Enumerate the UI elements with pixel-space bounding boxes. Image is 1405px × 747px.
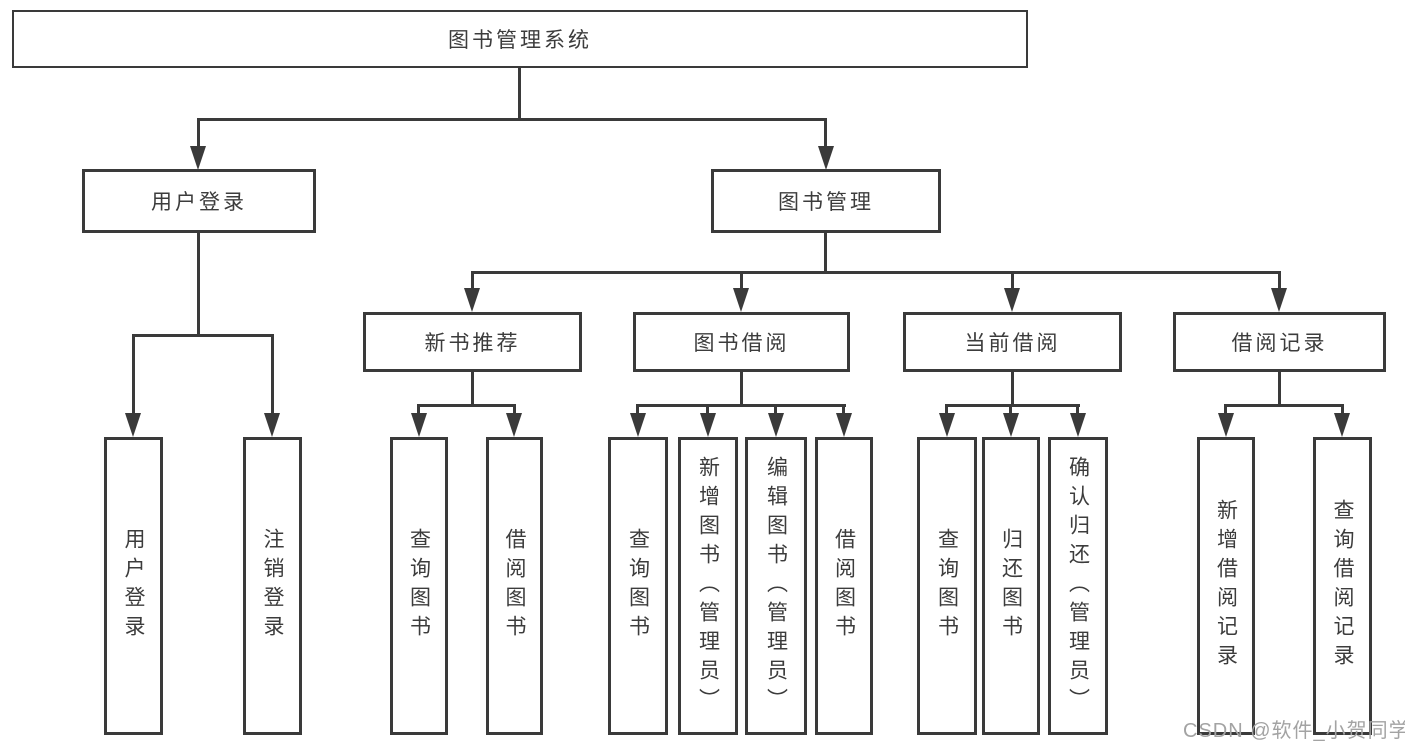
leaf-borrow-books-label: 借阅图书 bbox=[832, 528, 856, 644]
node-current-borrowing: 当前借阅 bbox=[903, 312, 1122, 372]
edge-to-add-borrow-record bbox=[1224, 404, 1227, 416]
arrowhead-to-return-books bbox=[1003, 413, 1019, 437]
node-book-borrowing-label: 图书借阅 bbox=[693, 332, 790, 355]
node-user-login: 用户登录 bbox=[82, 169, 316, 233]
edge-mgmt-stem bbox=[824, 231, 827, 274]
edge-to-borrow-records bbox=[1278, 271, 1281, 291]
edge-to-user-login bbox=[197, 118, 200, 148]
csdn-watermark: CSDN @软件_小贺同学 bbox=[1183, 720, 1405, 742]
node-new-book-recommend-label: 新书推荐 bbox=[424, 332, 521, 355]
edge-to-edit-book-admin bbox=[774, 404, 777, 416]
edge-recommend-bar bbox=[417, 404, 516, 407]
leaf-borrow-books: 借阅图书 bbox=[815, 437, 873, 735]
arrowhead-to-borrow-books-recommend bbox=[506, 413, 522, 437]
edge-current-stem bbox=[1011, 370, 1014, 407]
leaf-borrow-books-recommend: 借阅图书 bbox=[486, 437, 543, 735]
arrowhead-to-leaf-user-login bbox=[125, 413, 141, 437]
leaf-query-books-recommend: 查询图书 bbox=[390, 437, 448, 735]
leaf-confirm-return-admin: 确认归还（管理员） bbox=[1048, 437, 1108, 735]
leaf-query-books-current: 查询图书 bbox=[917, 437, 977, 735]
edge-to-query-books-borrowing bbox=[636, 404, 639, 416]
node-current-borrowing-label: 当前借阅 bbox=[964, 332, 1061, 355]
edge-mgmt-bar bbox=[471, 271, 1281, 274]
leaf-logout: 注销登录 bbox=[243, 437, 302, 735]
edge-to-borrow-books-recommend bbox=[513, 404, 516, 416]
edge-recommend-stem bbox=[471, 370, 474, 407]
edge-to-current-borrowing bbox=[1011, 271, 1014, 291]
leaf-user-login: 用户登录 bbox=[104, 437, 163, 735]
edge-to-borrow-books bbox=[842, 404, 845, 416]
leaf-query-borrow-record-label: 查询借阅记录 bbox=[1331, 499, 1355, 673]
edge-borrowing-bar bbox=[636, 404, 846, 407]
edge-root-bar bbox=[197, 118, 827, 121]
arrowhead-to-confirm-return-admin bbox=[1070, 413, 1086, 437]
edge-to-return-books bbox=[1009, 404, 1012, 416]
leaf-add-borrow-record-label: 新增借阅记录 bbox=[1214, 499, 1238, 673]
node-book-management: 图书管理 bbox=[711, 169, 941, 233]
node-book-borrowing: 图书借阅 bbox=[633, 312, 850, 372]
arrowhead-to-new-book-recommend bbox=[464, 288, 480, 312]
node-new-book-recommend: 新书推荐 bbox=[363, 312, 582, 372]
leaf-user-login-label: 用户登录 bbox=[122, 528, 146, 644]
arrowhead-to-current-borrowing bbox=[1004, 288, 1020, 312]
leaf-query-books-recommend-label: 查询图书 bbox=[407, 528, 431, 644]
leaf-query-books-borrowing: 查询图书 bbox=[608, 437, 668, 735]
edge-to-confirm-return-admin bbox=[1076, 404, 1079, 416]
leaf-borrow-books-recommend-label: 借阅图书 bbox=[503, 528, 527, 644]
leaf-confirm-return-admin-label: 确认归还（管理员） bbox=[1066, 455, 1090, 717]
node-borrow-records-label: 借阅记录 bbox=[1231, 332, 1328, 355]
edge-to-leaf-user-login bbox=[132, 334, 135, 414]
edge-records-bar bbox=[1224, 404, 1344, 407]
edge-to-leaf-logout bbox=[271, 334, 274, 414]
edge-records-stem bbox=[1278, 370, 1281, 407]
edge-to-query-books-recommend bbox=[417, 404, 420, 416]
leaf-add-book-admin-label: 新增图书（管理员） bbox=[696, 455, 720, 717]
leaf-return-books-label: 归还图书 bbox=[999, 528, 1023, 644]
arrowhead-to-book-management bbox=[818, 146, 834, 170]
edge-current-bar bbox=[945, 404, 1080, 407]
edge-to-book-management bbox=[824, 118, 827, 148]
arrowhead-to-query-books-recommend bbox=[411, 413, 427, 437]
edge-to-new-book-recommend bbox=[471, 271, 474, 291]
edge-user-stem bbox=[197, 231, 200, 337]
node-root-label: 图书管理系统 bbox=[448, 29, 592, 52]
arrowhead-to-book-borrowing bbox=[733, 288, 749, 312]
node-user-login-label: 用户登录 bbox=[151, 191, 247, 214]
leaf-logout-label: 注销登录 bbox=[261, 528, 285, 644]
arrowhead-to-borrow-books bbox=[836, 413, 852, 437]
arrowhead-to-add-borrow-record bbox=[1218, 413, 1234, 437]
edge-root-stem bbox=[518, 66, 521, 121]
edge-to-add-book-admin bbox=[706, 404, 709, 416]
node-book-management-label: 图书管理 bbox=[778, 191, 874, 214]
node-root-library-system: 图书管理系统 bbox=[12, 10, 1028, 68]
leaf-query-borrow-record: 查询借阅记录 bbox=[1313, 437, 1372, 735]
leaf-edit-book-admin: 编辑图书（管理员） bbox=[745, 437, 807, 735]
edge-borrowing-stem bbox=[740, 370, 743, 407]
leaf-add-borrow-record: 新增借阅记录 bbox=[1197, 437, 1255, 735]
arrowhead-to-query-books-current bbox=[939, 413, 955, 437]
leaf-query-books-borrowing-label: 查询图书 bbox=[626, 528, 650, 644]
leaf-add-book-admin: 新增图书（管理员） bbox=[678, 437, 738, 735]
arrowhead-to-borrow-records bbox=[1271, 288, 1287, 312]
leaf-edit-book-admin-label: 编辑图书（管理员） bbox=[764, 455, 788, 717]
arrowhead-to-query-books-borrowing bbox=[630, 413, 646, 437]
node-borrow-records: 借阅记录 bbox=[1173, 312, 1386, 372]
leaf-return-books: 归还图书 bbox=[982, 437, 1040, 735]
edge-user-bar bbox=[132, 334, 274, 337]
edge-to-book-borrowing bbox=[740, 271, 743, 291]
edge-to-query-borrow-record bbox=[1341, 404, 1344, 416]
arrowhead-to-query-borrow-record bbox=[1334, 413, 1350, 437]
leaf-query-books-current-label: 查询图书 bbox=[935, 528, 959, 644]
arrowhead-to-user-login bbox=[190, 146, 206, 170]
edge-to-query-books-current bbox=[945, 404, 948, 416]
arrowhead-to-add-book-admin bbox=[700, 413, 716, 437]
arrowhead-to-edit-book-admin bbox=[768, 413, 784, 437]
arrowhead-to-leaf-logout bbox=[264, 413, 280, 437]
